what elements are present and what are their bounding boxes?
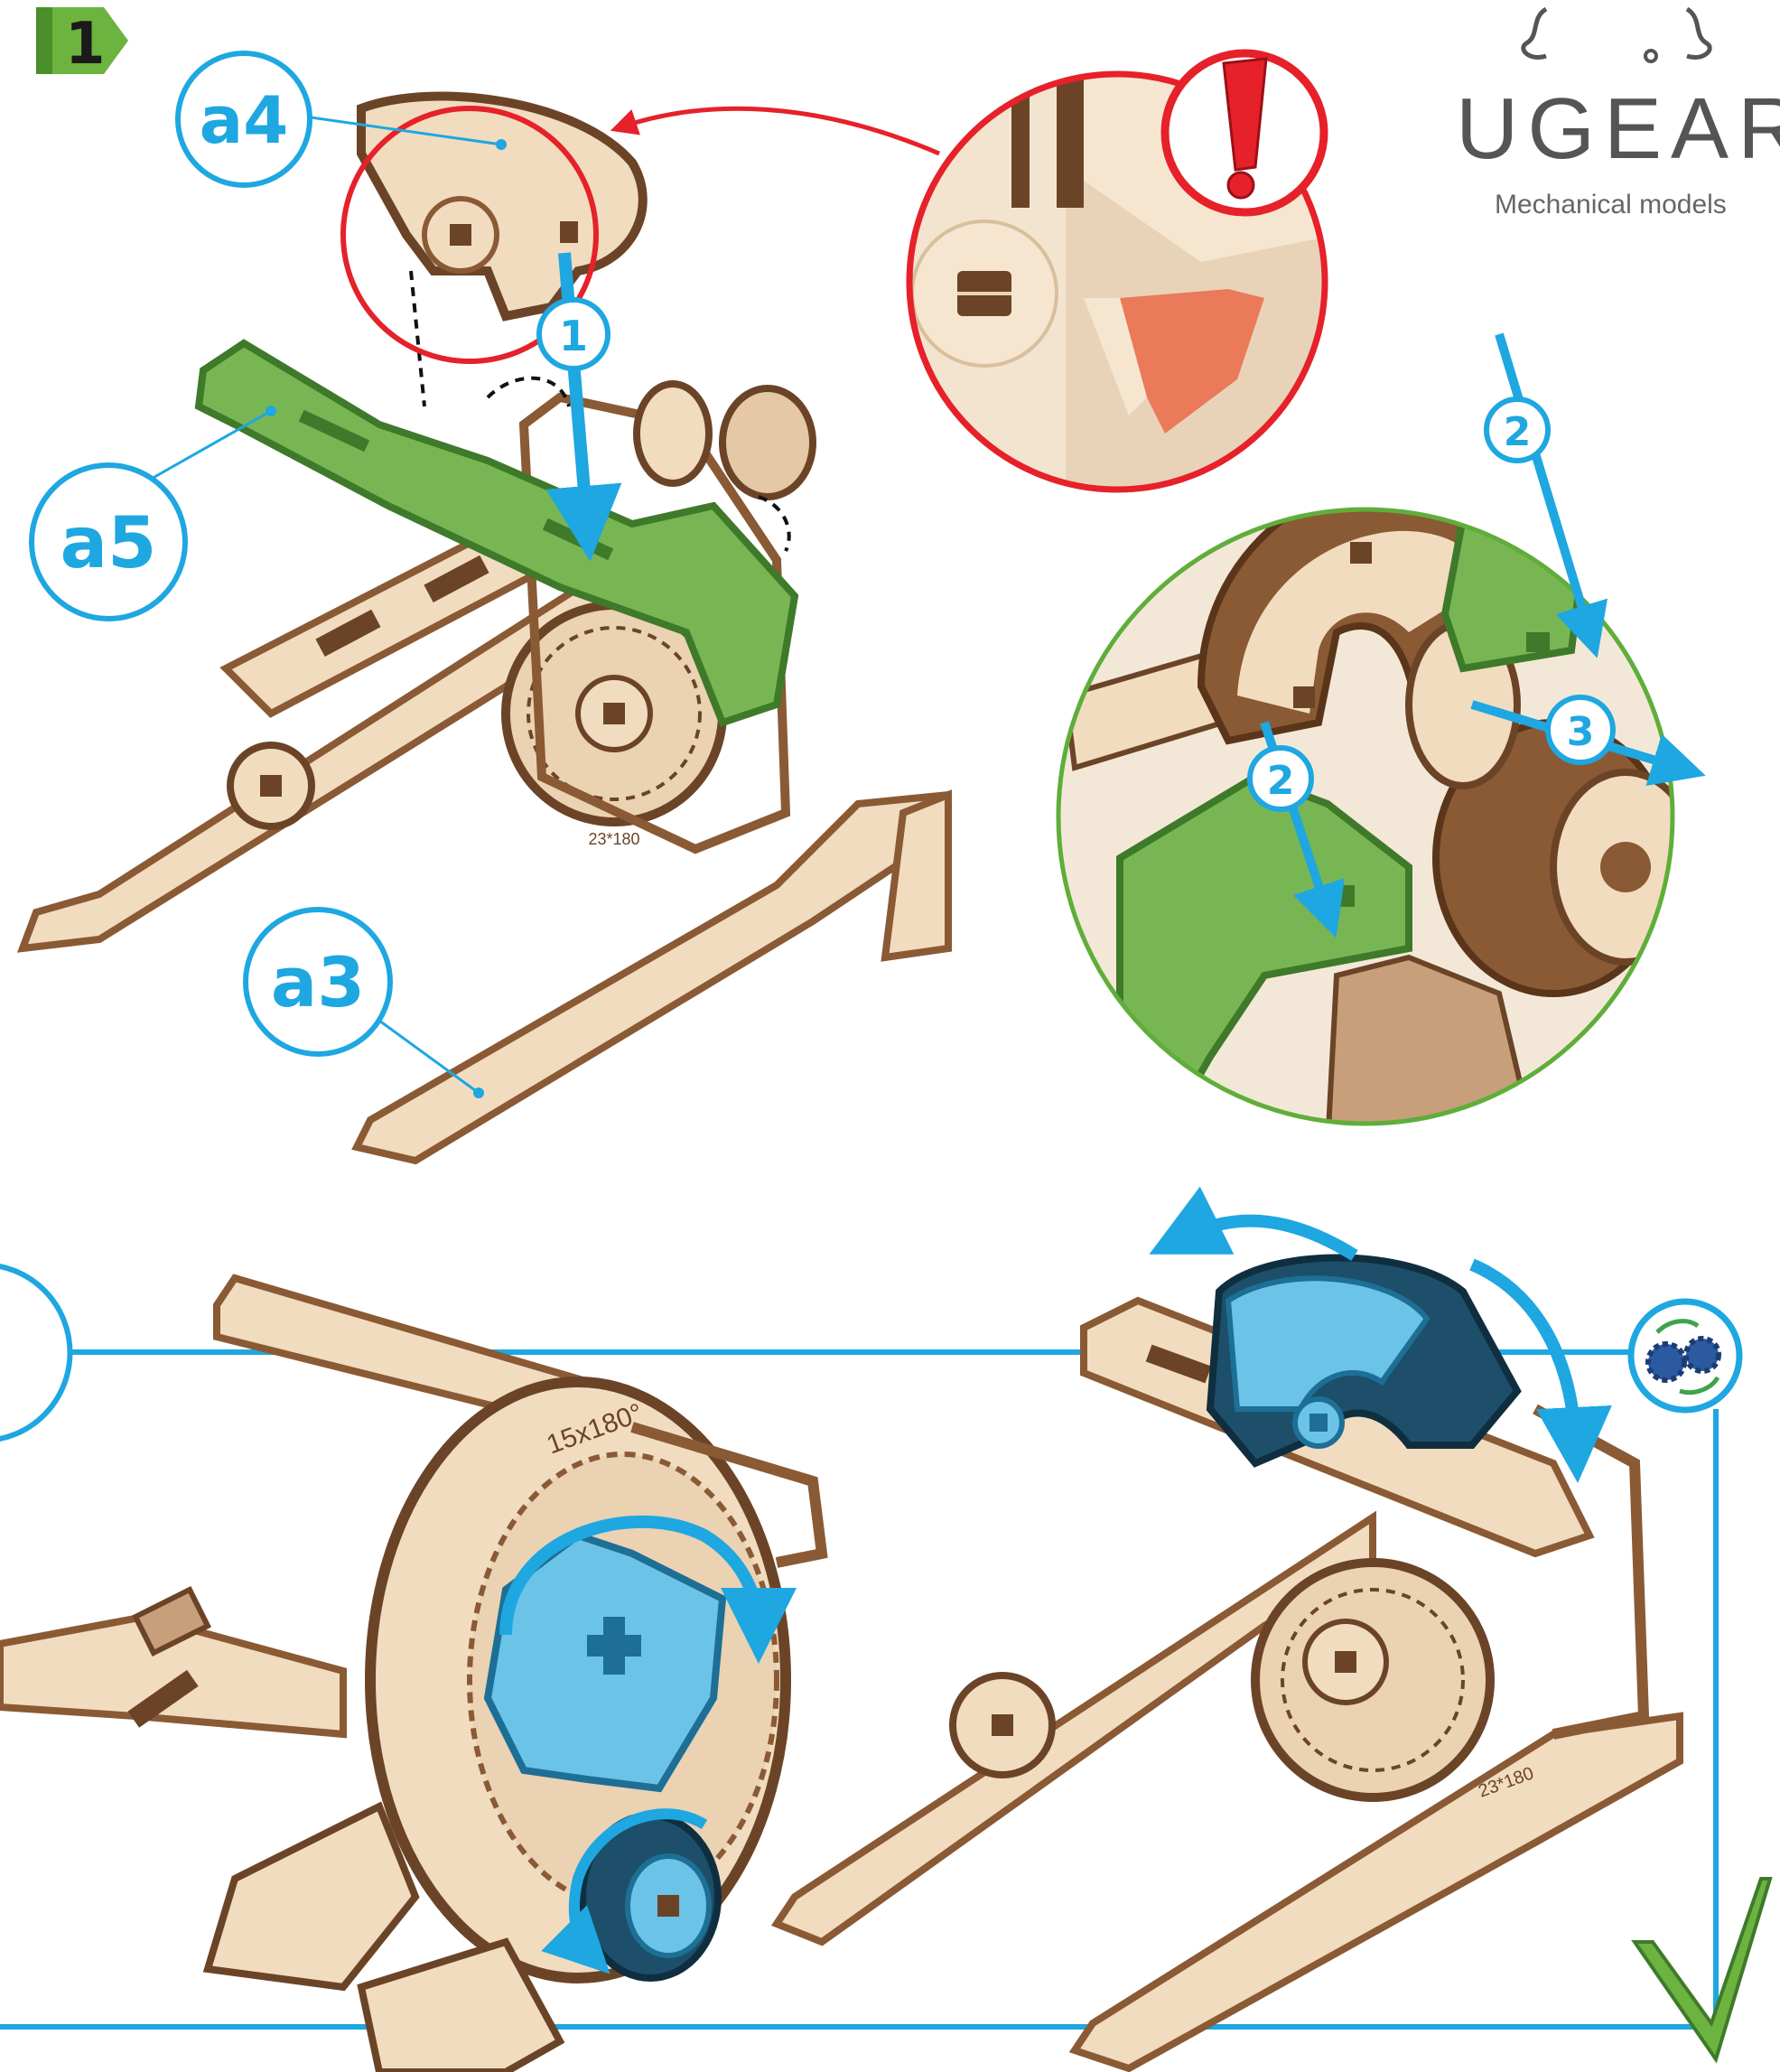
result-model-left: 15x180° [0, 1278, 822, 2072]
brand-name: UGEAR [1456, 86, 1780, 173]
gear-marking: 23*180 [588, 830, 639, 848]
callout-a4-label: a4 [200, 82, 289, 158]
warning-detail [903, 53, 1337, 497]
callout-a5-label: a5 [61, 503, 157, 584]
brand-logo [1524, 9, 1710, 61]
step-number: 1 [65, 11, 106, 78]
result-model-right: 23*180 [777, 1221, 1680, 2068]
callout-a3-label: a3 [271, 942, 365, 1022]
step-label-1: 1 [559, 312, 588, 360]
detail-arrow [623, 108, 939, 154]
step-label-2b: 2 [1267, 758, 1295, 804]
step-label-2a: 2 [1504, 409, 1532, 455]
step-label-3: 3 [1567, 709, 1595, 755]
main-assembly-illustration: 23*180 [23, 97, 948, 1162]
callout-a3: a3 [246, 910, 484, 1098]
zoom-detail [1048, 452, 1698, 1147]
done-check-icon [1635, 1879, 1770, 2059]
step-badge: 1 [36, 7, 128, 78]
callout-a5: a5 [32, 406, 276, 619]
brand-tagline: Mechanical models [1495, 190, 1727, 220]
